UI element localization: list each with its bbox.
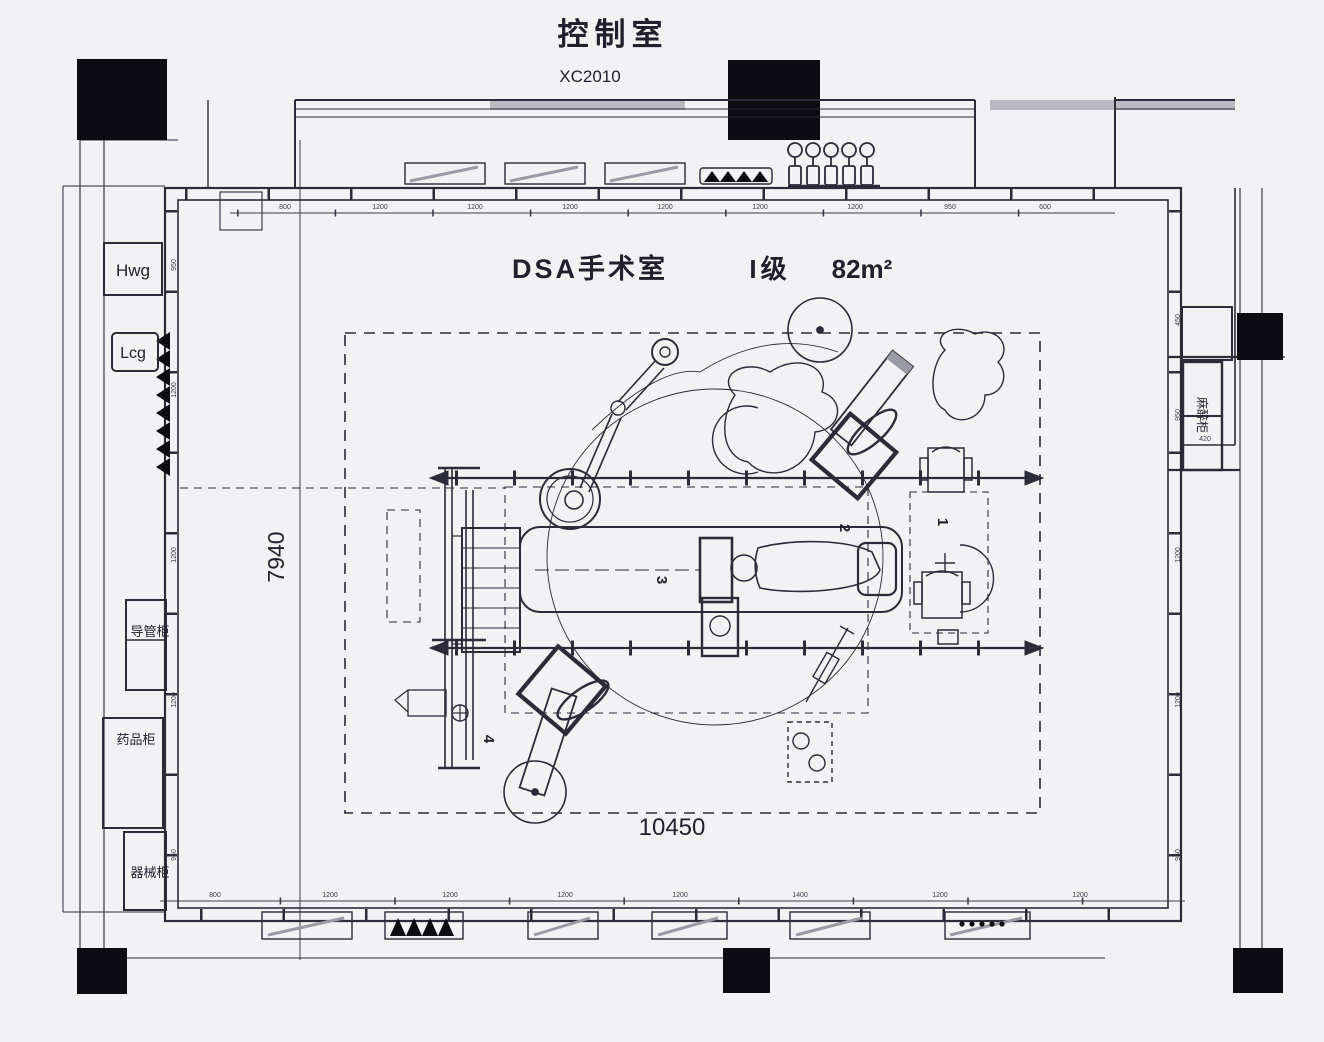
room-grade: I级 (749, 254, 790, 284)
equipment-number-2: 2 (836, 524, 853, 532)
column-bottom-center (723, 948, 770, 993)
control-room-counter (207, 97, 1235, 231)
dim-tick: 420 (1199, 436, 1211, 443)
left-wall-hatch (156, 332, 170, 476)
dim-tick: 1200 (562, 204, 578, 211)
right-cabinets (1181, 306, 1233, 472)
equipment-number-1: 1 (934, 518, 951, 526)
dim-tick: 1400 (792, 892, 808, 899)
dim-tick: 950 (1175, 849, 1182, 861)
console-monitor (261, 911, 353, 940)
bottle-rack (787, 142, 880, 188)
dimension-lines (160, 209, 1185, 905)
column-bottom-right (1233, 948, 1283, 993)
pedestal-unit (913, 446, 973, 645)
room-walls (156, 186, 1183, 923)
ceiling-rails (428, 470, 1045, 656)
dim-tick: 1200 (171, 692, 178, 708)
structural-columns (77, 59, 1283, 994)
equipment-number-3: 3 (653, 576, 670, 584)
dim-tick: 1200 (672, 892, 688, 899)
cabinet-anesthesia-label: 麻醉柜 (1195, 397, 1210, 433)
dim-tick: 1200 (847, 204, 863, 211)
column-top-left (77, 59, 167, 140)
dim-tick: 1200 (557, 892, 573, 899)
dsa-equipment (394, 297, 1005, 824)
dim-tick: 1200 (442, 892, 458, 899)
cabinet-hwg (103, 242, 163, 296)
patient-head (730, 554, 758, 582)
c-arm-rotation-circle (546, 388, 884, 726)
column-right-upper (1237, 313, 1283, 360)
floor-rail-stand (394, 466, 486, 770)
c-arm-lower (503, 643, 610, 824)
dim-tick: 450 (1175, 314, 1182, 326)
console-keyboard (384, 911, 464, 940)
control-room-title: 控制室 (558, 17, 669, 52)
bottle-icon (841, 142, 857, 186)
cabinet-catheter-label: 导管柜 (130, 624, 169, 639)
control-room-code: XC2010 (559, 67, 620, 86)
left-cabinets (102, 242, 167, 911)
bottom-consoles (261, 911, 1031, 940)
console-monitor (651, 911, 728, 940)
counter-keyboard (699, 167, 773, 185)
monitor-suspension (711, 328, 1005, 613)
bottle-icon (787, 142, 803, 186)
console-monitor (789, 911, 871, 940)
cabinet-instrument (123, 831, 167, 911)
dim-tick: 1200 (1072, 892, 1088, 899)
dim-tick: 950 (171, 259, 178, 271)
bottle-icon (859, 142, 875, 186)
dim-tick: 1200 (322, 892, 338, 899)
cabinet-hwg-label: Hwg (116, 261, 150, 280)
dimension-tick-labels: 800 1200 1200 1200 1200 1200 1200 950 60… (171, 204, 1211, 899)
cabinet-lcg (111, 332, 159, 372)
cabinet-catheter (125, 599, 167, 691)
tube-stand-arm (539, 338, 839, 530)
patient-body (754, 540, 881, 593)
dim-tick: 1200 (752, 204, 768, 211)
cabinet-lcg-label: Lcg (120, 345, 146, 362)
dim-tick: 800 (279, 204, 291, 211)
dim-width: 10450 (639, 814, 706, 841)
bottle-icon (805, 142, 821, 186)
dim-tick: 1200 (1175, 547, 1182, 563)
dim-tick: 950 (944, 204, 956, 211)
counter-monitor (404, 162, 686, 185)
dim-tick: 1200 (467, 204, 483, 211)
room-name: DSA手术室 (512, 253, 668, 284)
column-bottom-left (77, 948, 127, 994)
cabinet-instrument-label: 器械柜 (130, 865, 169, 880)
cabinet-medicine-label: 药品柜 (116, 732, 155, 747)
console-supplies (944, 911, 1031, 940)
equipment-boundaries (180, 332, 1041, 814)
dim-tick: 1200 (171, 382, 178, 398)
dim-tick: 1200 (657, 204, 673, 211)
text-labels: 控制室 XC2010 DSA手术室 I级 82m² 7940 10450 Hwg… (116, 17, 1210, 880)
dim-tick: 1200 (1175, 692, 1182, 708)
patient-table (451, 526, 903, 658)
injector (787, 625, 855, 783)
dim-height: 7940 (263, 531, 289, 582)
dim-tick: 1200 (171, 547, 178, 563)
dim-tick: 1200 (932, 892, 948, 899)
equipment-number-4: 4 (480, 735, 497, 744)
dim-tick: 1200 (372, 204, 388, 211)
bottle-icon (823, 142, 839, 186)
dim-tick: 950 (171, 849, 178, 861)
dim-tick: 600 (1039, 204, 1051, 211)
room-area: 82m² (832, 254, 893, 284)
c-arm-upper (787, 297, 915, 502)
console-monitor (527, 911, 599, 940)
dim-tick: 800 (209, 892, 221, 899)
cabinet-medicine (102, 717, 164, 829)
dim-tick: 950 (1175, 409, 1182, 421)
